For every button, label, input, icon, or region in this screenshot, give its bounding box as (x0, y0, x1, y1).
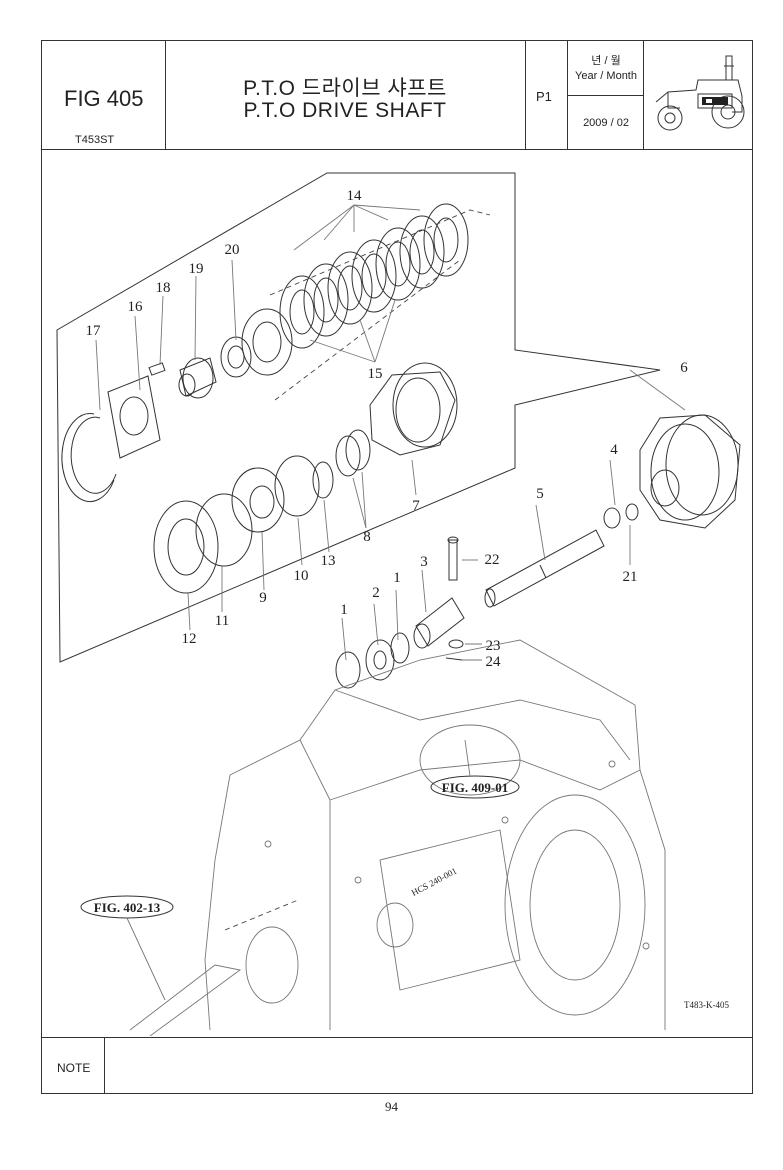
note-row (41, 1037, 753, 1094)
clutch-plate-stack (241, 203, 469, 376)
transmission-housing (129, 639, 666, 1036)
callout-3: 3 (420, 554, 428, 570)
callout-1-left: 1 (340, 602, 348, 618)
callout-15: 15 (368, 366, 383, 382)
pto-drive-shaft (484, 529, 605, 608)
callout-12: 12 (182, 631, 197, 647)
callout-6: 6 (680, 360, 688, 376)
note-label-cell (41, 1037, 105, 1094)
callout-23: 23 (486, 638, 501, 654)
year-month-english-label: Year / Month (575, 70, 637, 82)
title-korean: P.T.O 드라이브 샤프트 (243, 77, 447, 100)
snap-ring-group (274, 429, 371, 517)
callout-13: 13 (321, 553, 336, 569)
clutch-drum (369, 362, 458, 456)
detail-inset-outline (56, 172, 661, 663)
reference-fig-409[interactable]: FIG. 409-01 (430, 775, 520, 799)
callout-11: 11 (215, 613, 229, 629)
callout-1-right: 1 (393, 570, 401, 586)
small-rings-23-24 (445, 639, 464, 661)
note-label: NOTE (57, 1061, 91, 1075)
callout-18: 18 (156, 280, 171, 296)
page-number: 94 (385, 1099, 398, 1114)
callout-8: 8 (363, 529, 371, 545)
figure-number: FIG 405 (64, 86, 144, 111)
reference-fig-402[interactable]: FIG. 402-13 (80, 895, 174, 919)
spring-pin (447, 536, 459, 581)
bearing-and-plate-group (61, 336, 252, 502)
svg-text:FIG. 402-13: FIG. 402-13 (94, 900, 161, 915)
callout-5: 5 (536, 486, 544, 502)
callout-14: 14 (347, 188, 363, 204)
drawing-code: T483-K-405 (684, 1000, 729, 1010)
callout-10: 10 (294, 568, 309, 584)
callout-20: 20 (225, 242, 240, 258)
needle-bearing (603, 503, 639, 529)
casting-mark: HCS 240-001 (410, 866, 459, 898)
revision-date: 2009 / 02 (583, 117, 629, 129)
callout-22: 22 (485, 552, 500, 568)
callout-19: 19 (189, 261, 204, 277)
exploded-parts-diagram: HCS 240-001 FIG. 409-01 FIG. 402-13 1 1 … (56, 172, 741, 1036)
shaft-coupling (413, 597, 465, 649)
title-english: P.T.O DRIVE SHAFT (243, 99, 447, 122)
callout-9: 9 (259, 590, 267, 606)
svg-text:FIG. 409-01: FIG. 409-01 (442, 780, 508, 795)
clutch-pack-assembly (639, 414, 741, 529)
bearing-and-rings (335, 632, 410, 689)
callout-17: 17 (86, 323, 102, 339)
tractor-icon (655, 55, 745, 131)
model-code: T453ST (75, 134, 115, 146)
callout-4: 4 (610, 442, 618, 458)
callout-16: 16 (128, 299, 144, 315)
callout-7: 7 (412, 498, 420, 514)
year-month-korean-label: 년 / 월 (591, 55, 621, 67)
callout-2: 2 (372, 585, 380, 601)
piston-assembly (153, 467, 285, 594)
callout-21: 21 (623, 569, 638, 585)
header-date-divider (567, 95, 644, 96)
page-code: P1 (536, 89, 552, 104)
callout-24: 24 (486, 654, 502, 670)
header-image-cell (643, 40, 753, 150)
